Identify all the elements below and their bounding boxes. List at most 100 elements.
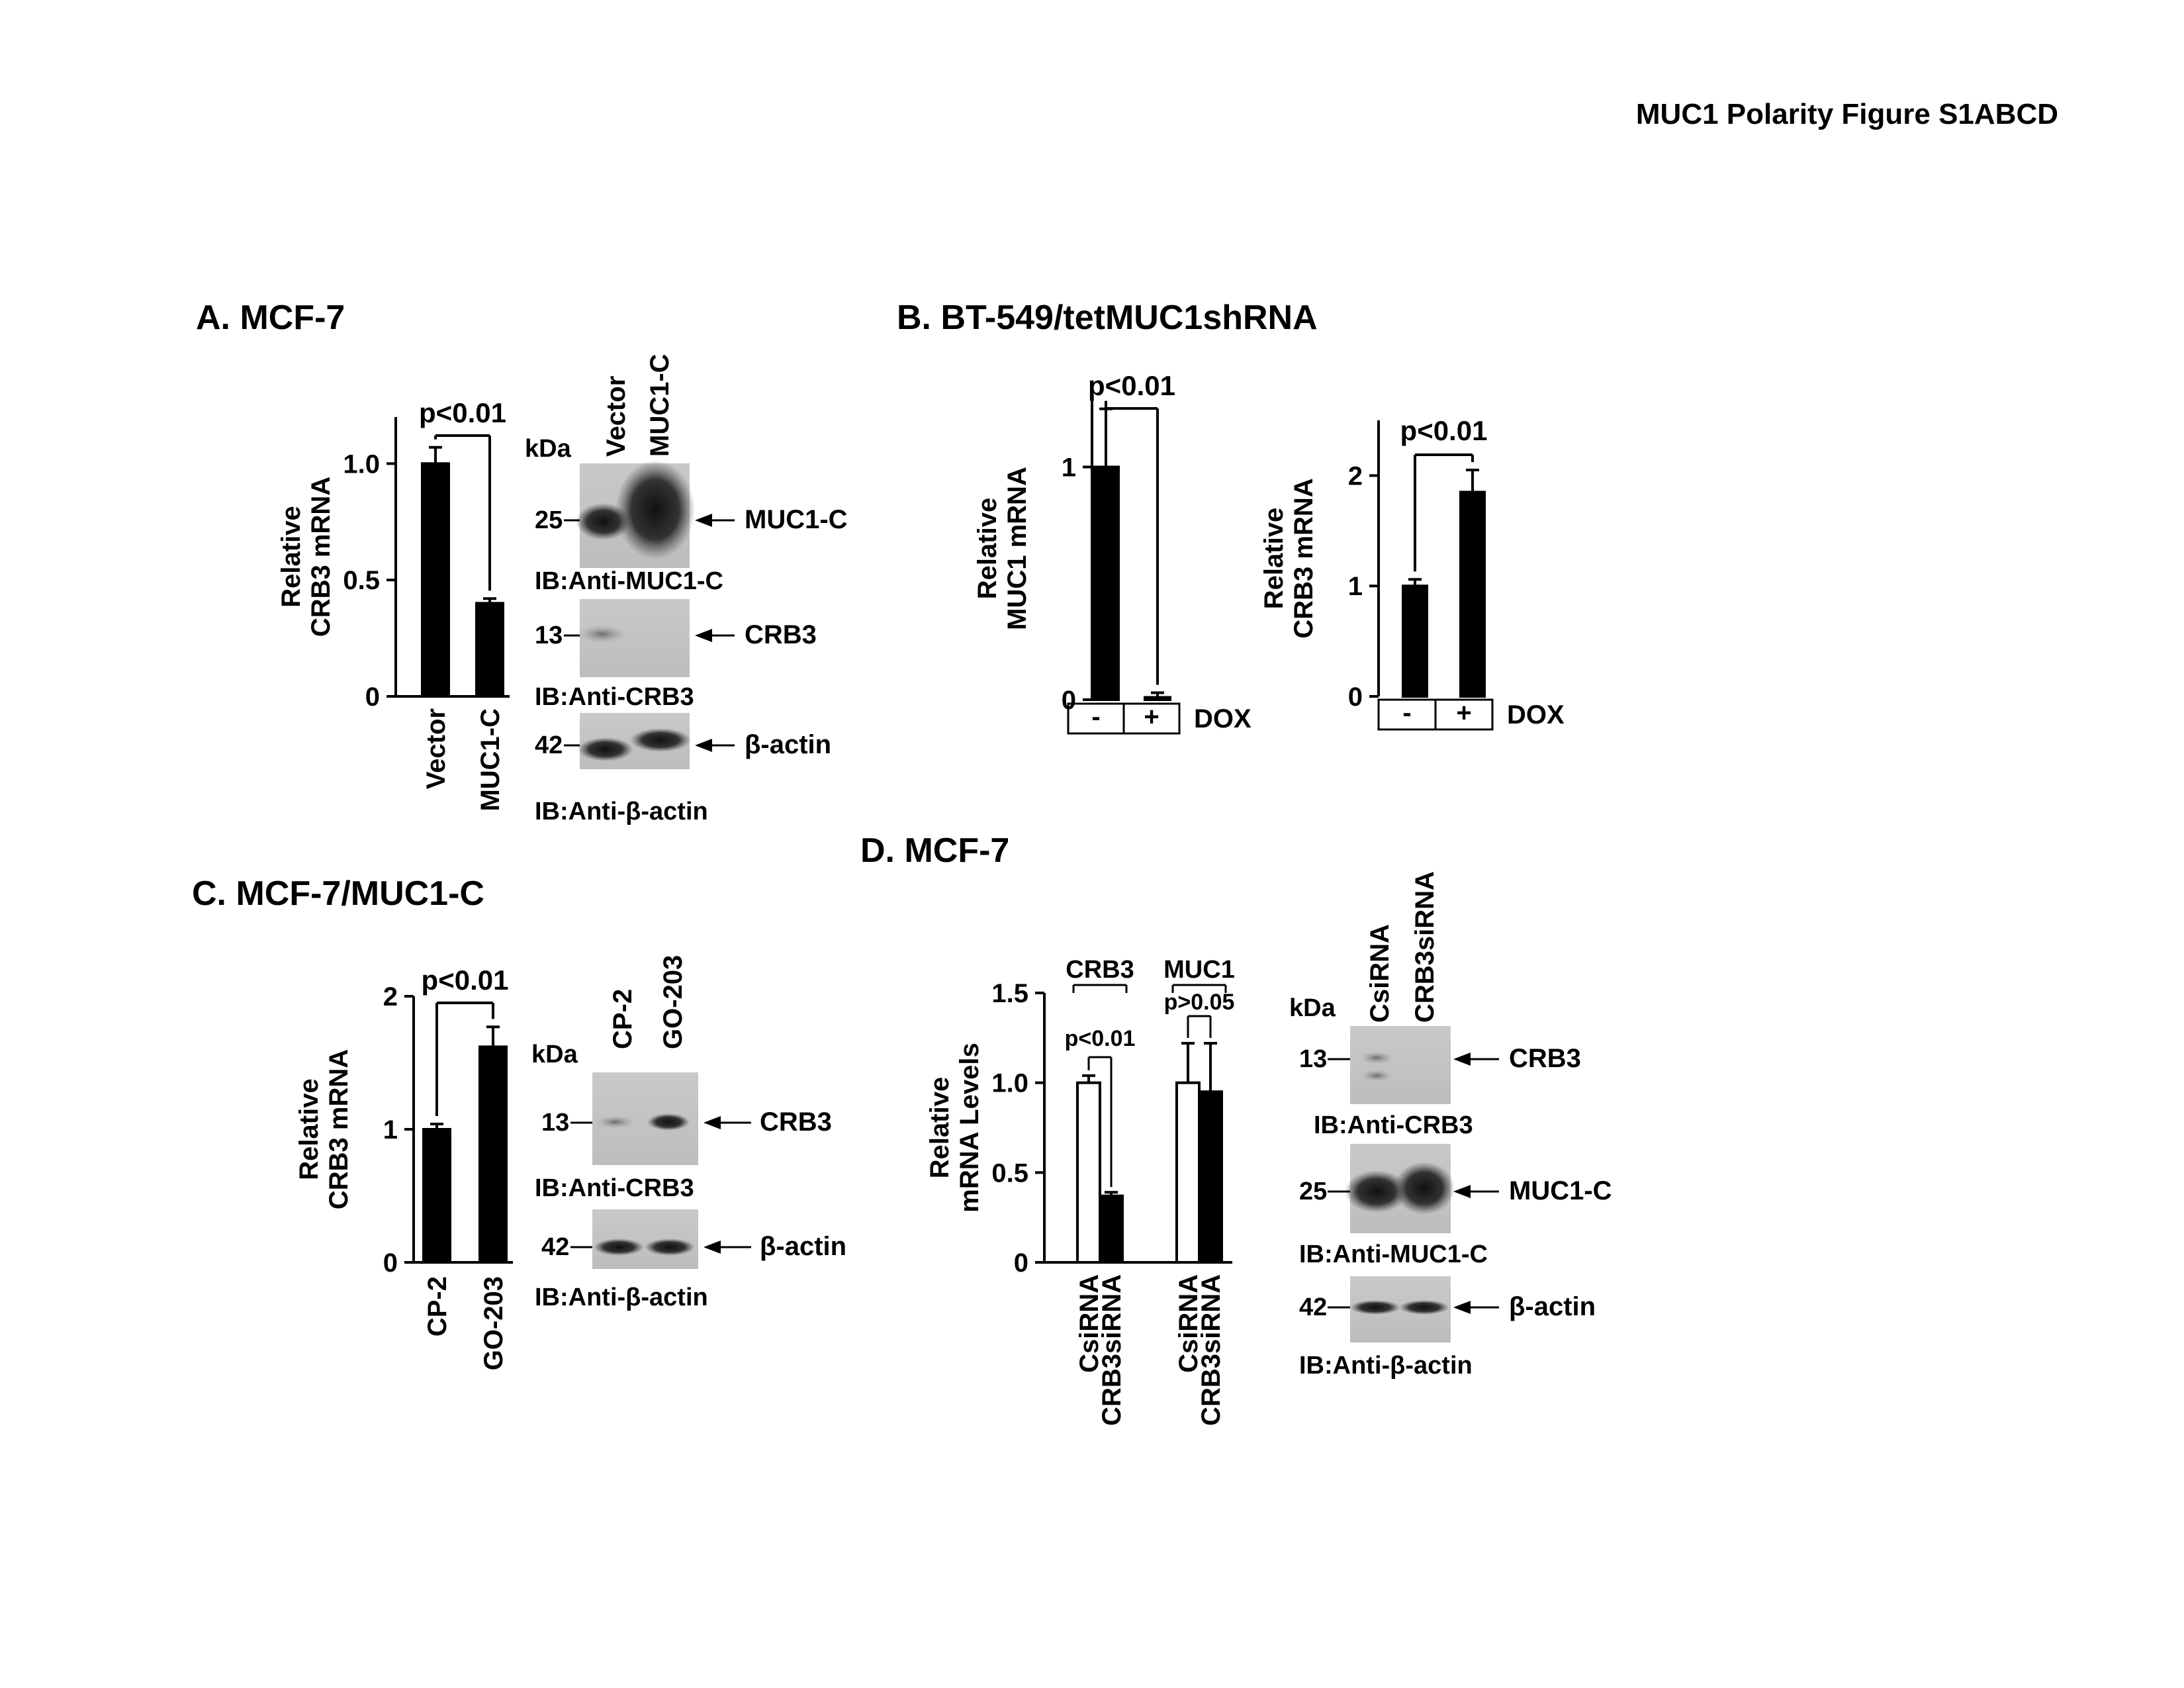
- y-tick-label: 0.5: [991, 1158, 1028, 1188]
- pvalue-label: p<0.01: [419, 397, 506, 428]
- blot-c-marker-13: 13: [541, 1109, 569, 1137]
- x-tick-label: CRB3siRNA: [1197, 1274, 1226, 1426]
- blot-a-actin-ib: IB:Anti-β-actin: [535, 798, 708, 825]
- bar: [1459, 491, 1486, 698]
- blot-c-crb3-band-cp2: [596, 1115, 635, 1129]
- y-tick-label: 1: [1062, 453, 1076, 482]
- bar: [1099, 1194, 1124, 1264]
- blot-c-actin-band-go203: [645, 1239, 695, 1256]
- blot-d-muc1c-band-csirna: [1345, 1170, 1408, 1213]
- x-tick-label: CsiRNA: [1075, 1274, 1104, 1373]
- panel-c-heading: C. MCF-7/MUC1-C: [192, 874, 484, 913]
- bar: [1175, 1081, 1201, 1264]
- blot-a-lane-label-vector: Vector: [602, 376, 631, 457]
- blot-d-marker-42: 42: [1299, 1293, 1327, 1321]
- blot-d-crb3-band-csirna-lower: [1361, 1070, 1392, 1082]
- x-tick-label: CsiRNA: [1174, 1274, 1203, 1373]
- treatment-label: DOX: [1507, 700, 1565, 729]
- blot-a-muc1c-target: MUC1-C: [745, 505, 848, 534]
- blot-a-crb3-band-vector: [577, 625, 627, 643]
- blot-d-muc1c-ib: IB:Anti-MUC1-C: [1299, 1241, 1488, 1268]
- pvalue-label: p<0.01: [1400, 415, 1488, 446]
- treatment-plus: +: [1144, 702, 1159, 731]
- bar: [1092, 465, 1120, 701]
- blot-c-crb3-arrowhead: [704, 1116, 721, 1129]
- y-axis-label-line2: CRB3 mRNA: [1289, 478, 1318, 638]
- bar: [475, 602, 504, 698]
- panel-b-heading: B. BT-549/tetMUC1shRNA: [897, 299, 1318, 337]
- blot-d-lane-label-crb3sirna: CRB3siRNA: [1410, 871, 1439, 1023]
- bar: [1402, 585, 1428, 698]
- y-axis-label-line1: Relative: [277, 506, 306, 607]
- blot-c-actin-arrowhead: [704, 1241, 721, 1254]
- blot-a-muc1c-band-muc1c: [615, 460, 695, 559]
- blot-a-actin-band-muc1c: [630, 728, 691, 752]
- blot-d-muc1c-arrowhead: [1453, 1185, 1471, 1198]
- bar: [421, 462, 450, 698]
- panel-a-heading: A. MCF-7: [196, 299, 345, 337]
- blot-c-kda-label: kDa: [531, 1041, 578, 1068]
- y-tick-label: 2: [383, 982, 398, 1011]
- blot-c-crb3-ib: IB:Anti-CRB3: [535, 1174, 694, 1202]
- blot-a-muc1c-ib: IB:Anti-MUC1-C: [535, 567, 723, 595]
- y-tick-label: 0: [383, 1248, 398, 1278]
- blot-d-muc1c-target: MUC1-C: [1509, 1176, 1612, 1205]
- y-tick-label: 2: [1348, 461, 1363, 491]
- treatment-plus: +: [1456, 698, 1471, 727]
- blot-d-crb3-band-csirna: [1359, 1051, 1394, 1064]
- blot-c-actin-target: β-actin: [760, 1232, 846, 1261]
- pvalue-label: p<0.01: [422, 964, 509, 996]
- blot-a-crb3-ib: IB:Anti-CRB3: [535, 683, 694, 711]
- blot-d-actin-ib: IB:Anti-β-actin: [1299, 1352, 1473, 1380]
- y-axis-label-line2: CRB3 mRNA: [306, 477, 336, 637]
- group-label: MUC1: [1163, 956, 1235, 984]
- pvalue-label: p<0.01: [1065, 1026, 1136, 1051]
- treatment-minus: -: [1091, 702, 1100, 731]
- blot-c-lane-label-go203: GO-203: [659, 955, 688, 1049]
- y-tick-label: 0: [365, 682, 380, 712]
- y-tick-label: 0: [1014, 1248, 1028, 1278]
- pvalue-label: p<0.01: [1088, 370, 1175, 401]
- bar: [478, 1045, 508, 1264]
- blot-d-muc1c-band-crb3sirna: [1394, 1162, 1455, 1215]
- blot-c-actin-ib: IB:Anti-β-actin: [535, 1284, 708, 1311]
- bar: [422, 1128, 451, 1264]
- panel-a-western-blot: Vector MUC1-C kDa 25 MUC1-C IB:Anti-MUC1…: [525, 353, 848, 825]
- y-tick-label: 1: [383, 1115, 398, 1145]
- x-tick-label: MUC1-C: [476, 708, 505, 812]
- y-tick-label: 0: [1348, 682, 1363, 712]
- blot-d-lane-label-csirna: CsiRNA: [1365, 924, 1394, 1023]
- blot-d-actin-target: β-actin: [1509, 1292, 1596, 1321]
- blot-d-actin-arrowhead: [1453, 1301, 1471, 1314]
- blot-d-actin-band-crb3sirna: [1399, 1300, 1449, 1315]
- blot-a-crb3-target: CRB3: [745, 620, 817, 649]
- bar: [1198, 1090, 1223, 1264]
- blot-a-marker-13: 13: [535, 622, 563, 649]
- blot-a-lane-label-muc1c: MUC1-C: [645, 353, 674, 457]
- bar: [1076, 1081, 1101, 1264]
- blot-c-actin-band-cp2: [594, 1239, 644, 1256]
- x-tick-label: GO-203: [479, 1276, 508, 1370]
- y-axis-label-line2: mRNA Levels: [955, 1043, 984, 1212]
- y-axis-label-line2: MUC1 mRNA: [1003, 467, 1032, 630]
- x-tick-label: CP-2: [423, 1276, 452, 1336]
- figure-title: MUC1 Polarity Figure S1ABCD: [1636, 98, 2058, 130]
- blot-d-crb3-target: CRB3: [1509, 1044, 1581, 1073]
- pvalue-label: p>0.05: [1164, 990, 1235, 1015]
- bar: [1144, 696, 1171, 702]
- treatment-minus: -: [1402, 698, 1411, 727]
- x-tick-label: Vector: [422, 708, 451, 789]
- blot-a-kda-label: kDa: [525, 435, 572, 463]
- panel-c-western-blot: CP-2 GO-203 kDa 13 CRB3 IB:Anti-CRB3 42 …: [531, 955, 846, 1311]
- blot-c-lane-label-cp2: CP-2: [608, 989, 637, 1049]
- panel-d-western-blot: CsiRNA CRB3siRNA kDa 13 CRB3 IB:Anti-CRB…: [1289, 871, 1612, 1380]
- blot-a-marker-25: 25: [535, 506, 563, 534]
- y-tick-label: 1.5: [991, 979, 1028, 1008]
- blot-d-crb3-ib: IB:Anti-CRB3: [1314, 1111, 1473, 1139]
